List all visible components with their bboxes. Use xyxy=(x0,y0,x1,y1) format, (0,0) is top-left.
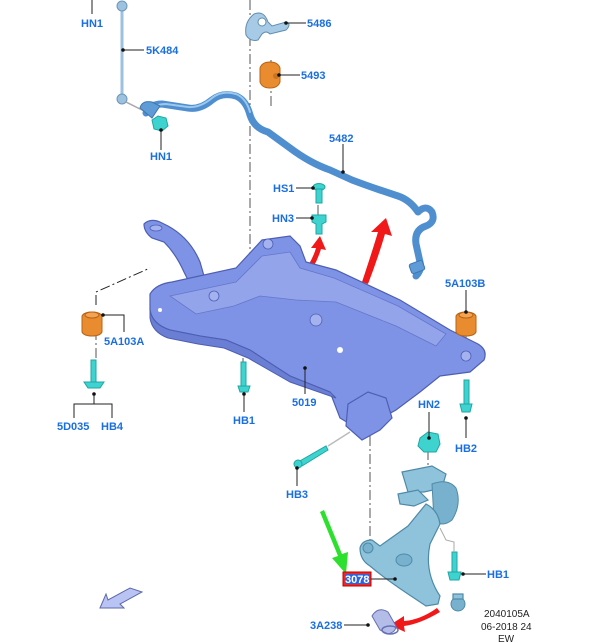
label-hb3[interactable]: HB3 xyxy=(286,489,308,501)
heat-shield-3a238[interactable] xyxy=(371,609,399,635)
bolt-hb4-with-washer-5d035[interactable] xyxy=(83,359,105,389)
diagram-footer: 2040105A 06-2018 24 EW xyxy=(481,609,532,643)
subframe-5019[interactable] xyxy=(143,219,486,441)
lower-control-arm-3078[interactable] xyxy=(359,465,466,612)
label-3a238[interactable]: 3A238 xyxy=(310,620,342,632)
label-5k484[interactable]: 5K484 xyxy=(146,45,179,57)
region-code: EW xyxy=(498,634,515,643)
bolt-hb3[interactable] xyxy=(293,431,351,469)
bolt-hb1-left[interactable] xyxy=(237,361,251,393)
label-5482[interactable]: 5482 xyxy=(329,133,353,145)
leader-lines xyxy=(73,0,486,627)
bolt-hb2[interactable] xyxy=(459,379,473,413)
stabilizer-bar-5482[interactable] xyxy=(139,91,437,280)
green-pointer-arrow-icon xyxy=(320,510,348,574)
stabilizer-bracket-5486[interactable] xyxy=(245,12,290,41)
mount-bushing-5a103a[interactable] xyxy=(81,311,103,337)
label-hb2[interactable]: HB2 xyxy=(455,443,477,455)
nut-hn3[interactable] xyxy=(311,214,327,235)
label-5d035[interactable]: 5D035 xyxy=(57,421,89,433)
nut-hn1-bar[interactable] xyxy=(151,115,169,132)
label-5486[interactable]: 5486 xyxy=(307,18,331,30)
label-hn2[interactable]: HN2 xyxy=(418,399,440,411)
front-direction-arrow-icon xyxy=(99,587,144,609)
mount-bushing-5a103b[interactable] xyxy=(455,311,477,337)
bolt-hs1[interactable] xyxy=(312,183,326,204)
stabilizer-bushing-5493[interactable] xyxy=(259,61,281,89)
label-hn3[interactable]: HN3 xyxy=(272,213,294,225)
nut-hn2[interactable] xyxy=(417,431,441,453)
label-hb1-right[interactable]: HB1 xyxy=(487,569,509,581)
highlighted-part-3078[interactable]: 3078 xyxy=(342,571,372,587)
label-hn1-top[interactable]: HN1 xyxy=(81,18,103,30)
label-hn1-bar[interactable]: HN1 xyxy=(150,151,172,163)
bolt-hb1-right[interactable] xyxy=(439,527,462,581)
label-hb1-left[interactable]: HB1 xyxy=(233,415,255,427)
label-5493[interactable]: 5493 xyxy=(301,70,325,82)
label-hs1[interactable]: HS1 xyxy=(273,183,294,195)
date-code: 06-2018 24 xyxy=(481,622,532,633)
stabilizer-link-5k484[interactable] xyxy=(116,0,147,113)
label-5019[interactable]: 5019 xyxy=(292,397,316,409)
label-5a103b[interactable]: 5A103B xyxy=(445,278,485,290)
label-5a103a[interactable]: 5A103A xyxy=(104,336,144,348)
label-hb4[interactable]: HB4 xyxy=(101,421,124,433)
part-labels: HN1 5K484 HN1 5486 5493 5482 HS1 HN3 5A1… xyxy=(57,18,509,632)
label-3078[interactable]: 3078 xyxy=(345,574,369,586)
reference-number: 2040105A xyxy=(484,609,530,620)
